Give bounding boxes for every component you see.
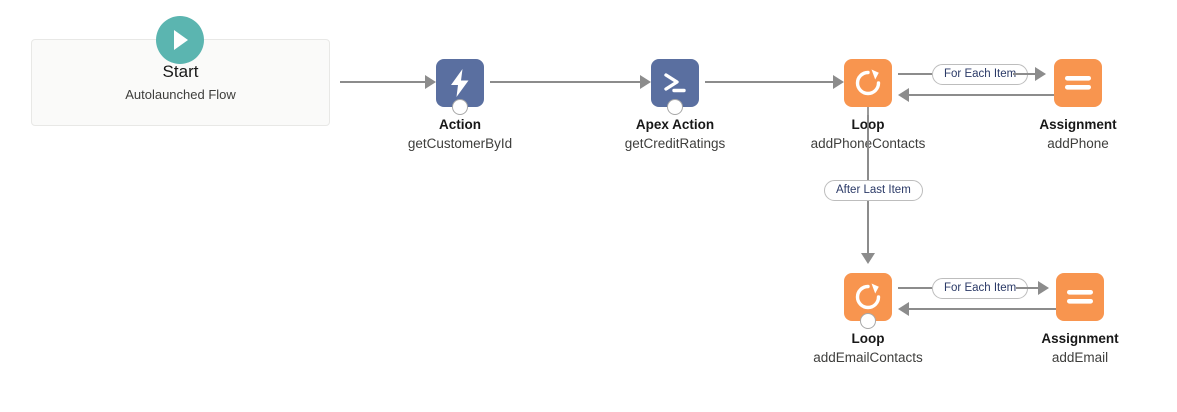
arrow-apex-to-loop-phone: [833, 75, 844, 89]
connector-after-last-item-lower: [867, 201, 869, 253]
arrow-assignment-email-to-loop: [898, 302, 909, 316]
node-label-group: Assignment addPhone: [968, 115, 1177, 153]
start-subtitle: Autolaunched Flow: [125, 87, 236, 102]
node-connector-dot[interactable]: [667, 99, 683, 115]
node-type-label: Assignment: [1039, 117, 1117, 132]
arrow-after-last-item: [861, 253, 875, 264]
connector-loop-phone-foreach-right: [1013, 73, 1035, 75]
connector-start-to-action: [340, 81, 425, 83]
loop-refresh-icon[interactable]: [844, 59, 892, 107]
node-type-label: Assignment: [1041, 331, 1119, 346]
connector-assignment-email-return: [909, 308, 1077, 310]
node-name-label: getCreditRatings: [624, 136, 726, 151]
connector-assignment-phone-return: [909, 94, 1074, 96]
node-type-label: Apex Action: [635, 117, 715, 132]
start-title: Start: [162, 62, 199, 81]
connector-loop-email-foreach-right: [1016, 287, 1038, 289]
arrow-action-to-apex: [640, 75, 651, 89]
node-label-group: Action getCustomerById: [350, 115, 570, 153]
node-label-group: Apex Action getCreditRatings: [565, 115, 785, 153]
arrow-start-to-action: [425, 75, 436, 89]
assignment-equals-icon[interactable]: [1054, 59, 1102, 107]
node-connector-dot[interactable]: [452, 99, 468, 115]
connector-loop-phone-foreach-left: [898, 73, 932, 75]
connector-label-after-last-item[interactable]: After Last Item: [824, 180, 923, 201]
assignment-equals-icon[interactable]: [1056, 273, 1104, 321]
node-name-label: addPhone: [1047, 136, 1109, 151]
play-icon[interactable]: [156, 16, 204, 64]
node-label-group: Assignment addEmail: [970, 329, 1177, 367]
node-name-label: addEmail: [1051, 350, 1109, 365]
connector-label-for-each-item-top[interactable]: For Each Item: [932, 64, 1029, 85]
connector-action-to-apex: [490, 81, 640, 83]
node-name-label: getCustomerById: [407, 136, 513, 151]
connector-after-last-item-upper: [867, 115, 869, 181]
connector-loop-email-foreach-left: [898, 287, 932, 289]
connector-label-for-each-item-bottom[interactable]: For Each Item: [932, 278, 1029, 299]
node-connector-dot[interactable]: [860, 313, 876, 329]
node-label-group: Loop addEmailContacts: [758, 329, 978, 367]
node-bottom-stub: [867, 107, 869, 117]
connector-apex-to-loop-phone: [705, 81, 833, 83]
node-type-label: Loop: [851, 331, 885, 346]
node-name-label: addEmailContacts: [813, 350, 923, 365]
node-type-label: Action: [439, 117, 481, 132]
arrow-loop-email-to-assignment: [1038, 281, 1049, 295]
arrow-assignment-phone-to-loop: [898, 88, 909, 102]
arrow-loop-phone-to-assignment: [1035, 67, 1046, 81]
